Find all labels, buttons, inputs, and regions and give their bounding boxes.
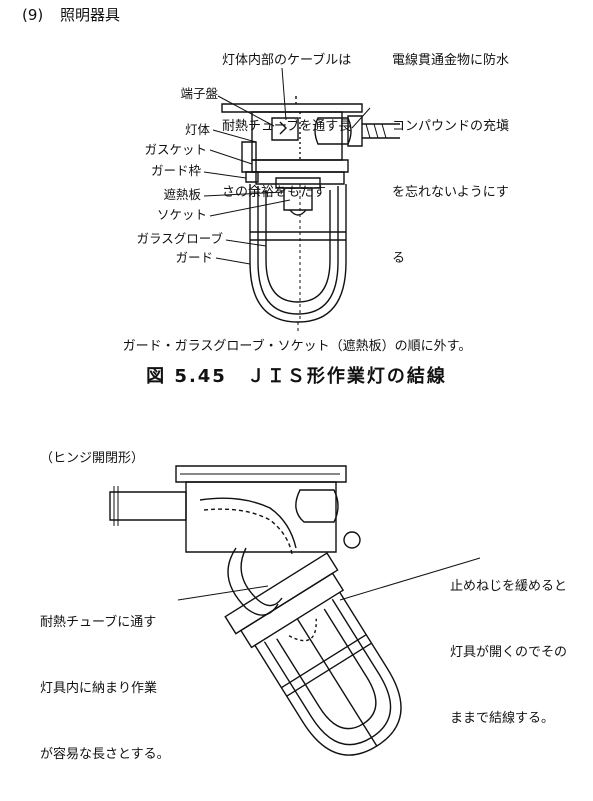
label-lamp-body: 灯体	[184, 122, 210, 137]
label-glass-globe: ガラスグローブ	[136, 231, 223, 246]
label-guard-frame: ガード枠	[150, 163, 201, 178]
label-heat-shield: 遮熱板	[163, 187, 201, 202]
section-title: 照明器具	[60, 6, 121, 24]
figure-title: 図 5.45 ＪＩＳ形作業灯の結線	[146, 366, 447, 387]
figure2-subtitle: （ヒンジ開閉形）	[40, 451, 145, 466]
section-number: (9)	[22, 6, 44, 24]
note-waterproof-compound: 電線貫通金物に防水 コンパウンドの充塡 を忘れないようにす る	[392, 53, 510, 266]
note-set-screw: 止めねじを緩めると 灯具が開くのでその ままで結線する。	[450, 579, 568, 726]
section-heading: (9) 照明器具	[22, 8, 120, 23]
label-gasket: ガスケット	[144, 142, 207, 157]
label-socket: ソケット	[156, 207, 207, 222]
jis-lamp-drawing	[204, 68, 400, 334]
note-heat-tube: 耐熱チューブに通す 灯具内に納まり作業 が容易な長さとする。	[40, 615, 170, 762]
label-guard: ガード	[175, 250, 213, 265]
hinged-lamp-drawing	[110, 466, 480, 778]
label-terminal-board: 端子盤	[180, 86, 218, 101]
figure-caption: ガード・ガラスグローブ・ソケット（遮熱板）の順に外す。	[122, 339, 472, 354]
note-cable-length: 灯体内部のケーブルは 耐熱チューブを通す長 さの余裕をもたす	[222, 53, 352, 200]
